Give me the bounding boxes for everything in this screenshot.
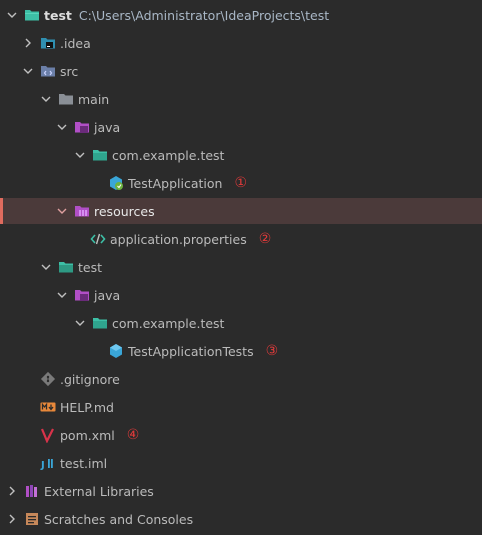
resources-label: resources — [94, 203, 155, 219]
annotation-marker-2: ② — [258, 231, 272, 247]
test-java-label: java — [94, 287, 121, 303]
idea-folder-icon — [40, 35, 56, 51]
gitignore-label: .gitignore — [60, 371, 120, 387]
tree-row-iml[interactable]: J test.iml — [0, 450, 482, 476]
tree-row-test-java[interactable]: java — [0, 282, 482, 308]
iml-label: test.iml — [60, 455, 108, 471]
pom-label: pom.xml — [60, 427, 115, 443]
tree-row-main[interactable]: main — [0, 86, 482, 112]
tree-row-application-properties[interactable]: application.properties ② — [0, 226, 482, 252]
tree-row-test-application[interactable]: TestApplication ① — [0, 170, 482, 196]
chevron-down-icon[interactable] — [56, 121, 68, 133]
external-libraries-label: External Libraries — [44, 483, 154, 499]
idea-label: .idea — [60, 35, 91, 51]
tree-row-main-java[interactable]: java — [0, 114, 482, 140]
chevron-down-icon[interactable] — [74, 149, 86, 161]
tree-row-root[interactable]: test C:\Users\Administrator\IdeaProjects… — [0, 2, 482, 28]
annotation-marker-3: ③ — [265, 343, 279, 359]
project-path: C:\Users\Administrator\IdeaProjects\test — [78, 7, 330, 23]
resources-folder-icon — [74, 203, 90, 219]
chevron-down-icon[interactable] — [40, 261, 52, 273]
tree-row-src[interactable]: src — [0, 58, 482, 84]
package-folder-icon — [92, 315, 108, 331]
tree-row-test-folder[interactable]: test — [0, 254, 482, 280]
tree-row-pom[interactable]: pom.xml ④ — [0, 422, 482, 448]
chevron-down-icon[interactable] — [74, 317, 86, 329]
main-package-label: com.example.test — [112, 147, 225, 163]
chevron-right-icon[interactable] — [6, 513, 18, 525]
gitignore-icon — [40, 371, 56, 387]
tree-row-help[interactable]: HELP.md — [0, 394, 482, 420]
chevron-down-icon[interactable] — [22, 65, 34, 77]
properties-file-icon — [90, 231, 106, 247]
chevron-right-icon[interactable] — [22, 37, 34, 49]
markdown-icon — [40, 399, 56, 415]
maven-icon — [40, 427, 56, 443]
test-class-icon — [108, 343, 124, 359]
tree-row-test-package[interactable]: com.example.test — [0, 310, 482, 336]
main-label: main — [78, 91, 110, 107]
src-label: src — [60, 63, 79, 79]
test-folder-label: test — [78, 259, 103, 275]
help-label: HELP.md — [60, 399, 114, 415]
package-folder-icon — [92, 147, 108, 163]
svg-text:J: J — [40, 460, 45, 471]
folder-icon — [58, 91, 74, 107]
tree-row-external-libraries[interactable]: External Libraries — [0, 478, 482, 504]
application-properties-label: application.properties — [110, 231, 247, 247]
chevron-right-icon[interactable] — [6, 485, 18, 497]
iml-module-icon: J — [40, 455, 56, 471]
libraries-icon — [24, 483, 40, 499]
tree-row-main-package[interactable]: com.example.test — [0, 142, 482, 168]
annotation-marker-1: ① — [234, 175, 248, 191]
spring-boot-class-icon — [108, 175, 124, 191]
project-name: test — [44, 7, 72, 23]
scratches-label: Scratches and Consoles — [44, 511, 194, 527]
annotation-marker-4: ④ — [126, 427, 140, 443]
test-application-label: TestApplication — [128, 175, 223, 191]
scratches-icon — [24, 511, 40, 527]
source-folder-icon — [40, 63, 56, 79]
chevron-down-icon[interactable] — [56, 289, 68, 301]
tree-row-gitignore[interactable]: .gitignore — [0, 366, 482, 392]
tree-row-scratches[interactable]: Scratches and Consoles — [0, 506, 482, 532]
project-folder-icon — [24, 7, 40, 23]
java-source-root-icon — [74, 119, 90, 135]
java-test-root-icon — [74, 287, 90, 303]
tree-row-idea[interactable]: .idea — [0, 30, 482, 56]
chevron-down-icon[interactable] — [56, 205, 68, 217]
main-java-label: java — [94, 119, 121, 135]
chevron-down-icon[interactable] — [6, 9, 18, 21]
test-package-label: com.example.test — [112, 315, 225, 331]
tree-row-test-application-tests[interactable]: TestApplicationTests ③ — [0, 338, 482, 364]
chevron-down-icon[interactable] — [40, 93, 52, 105]
tree-row-resources[interactable]: resources — [0, 198, 482, 224]
test-folder-icon — [58, 259, 74, 275]
test-application-tests-label: TestApplicationTests — [128, 343, 254, 359]
